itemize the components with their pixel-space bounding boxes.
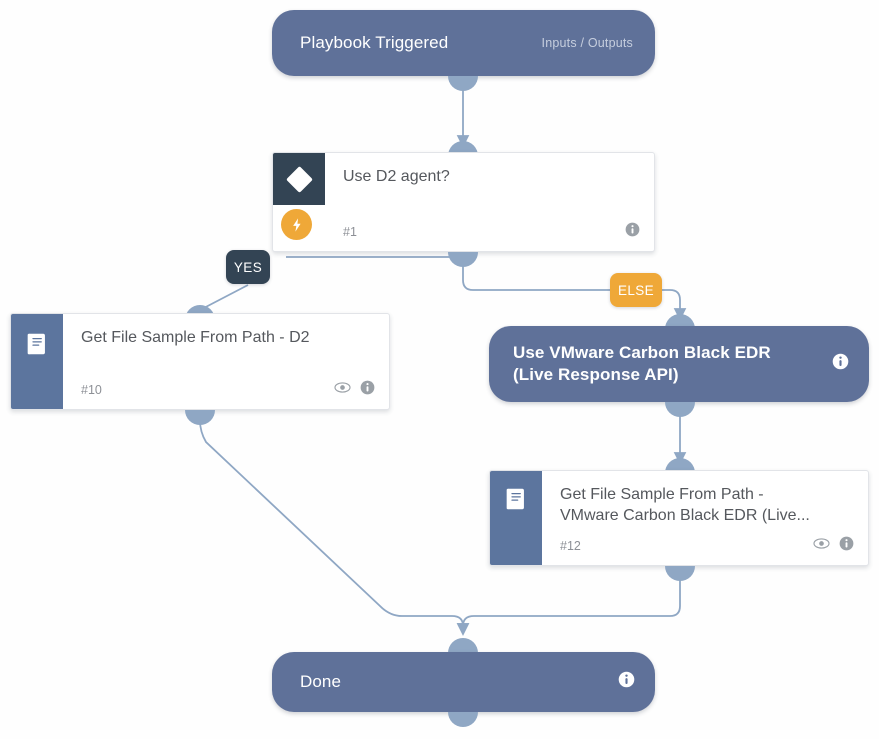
- info-icon[interactable]: [832, 353, 849, 375]
- vmware-action-body: Get File Sample From Path - VMware Carbo…: [542, 471, 868, 565]
- playbook-book-icon: [502, 485, 530, 518]
- node-decision-use-d2-agent[interactable]: Use D2 agent? #1: [272, 152, 655, 252]
- port-done-bottom[interactable]: [448, 712, 478, 727]
- branch-label-else-text: ELSE: [617, 282, 655, 298]
- diamond-icon-box: [273, 153, 325, 205]
- node-number: #10: [81, 383, 102, 397]
- node-get-file-sample-vmware[interactable]: Get File Sample From Path - VMware Carbo…: [489, 470, 869, 566]
- d2-footer: #10: [81, 380, 375, 400]
- port-vmware-bottom[interactable]: [665, 402, 695, 417]
- playbook-book-icon: [23, 330, 51, 363]
- node-title: Get File Sample From Path - VMware Carbo…: [560, 486, 810, 525]
- node-title: Use VMware Carbon Black EDR (Live Respon…: [513, 343, 771, 384]
- decision-icon-column: [273, 153, 325, 251]
- node-title: Get File Sample From Path - D2: [81, 329, 310, 346]
- node-inputs-outputs-label[interactable]: Inputs / Outputs: [541, 36, 633, 50]
- d2-icon-column: [11, 314, 63, 409]
- vmware-action-footer-icons: [813, 536, 854, 556]
- d2-body: Get File Sample From Path - D2 #10: [63, 314, 389, 409]
- info-icon[interactable]: [625, 222, 640, 242]
- decision-body: Use D2 agent? #1: [325, 153, 654, 251]
- diamond-icon: [285, 165, 313, 193]
- info-icon[interactable]: [360, 380, 375, 400]
- decision-footer-icons: [625, 222, 640, 242]
- eye-icon[interactable]: [334, 381, 351, 399]
- node-title: Playbook Triggered: [300, 33, 449, 53]
- port-start-bottom[interactable]: [448, 76, 478, 91]
- eye-icon[interactable]: [813, 537, 830, 555]
- node-use-vmware-carbon-black-edr[interactable]: Use VMware Carbon Black EDR (Live Respon…: [489, 326, 869, 402]
- port-vmwareaction-top[interactable]: [665, 458, 695, 473]
- port-decision-bottom[interactable]: [448, 252, 478, 267]
- info-icon[interactable]: [618, 671, 635, 693]
- node-number: #12: [560, 539, 581, 553]
- lightning-bolt-icon: [281, 209, 312, 240]
- port-vmwareaction-bottom[interactable]: [665, 566, 695, 581]
- node-get-file-sample-d2[interactable]: Get File Sample From Path - D2 #10: [10, 313, 390, 410]
- port-vmware-top[interactable]: [665, 314, 695, 329]
- edge-decision-to-else: [462, 257, 612, 291]
- vmware-info-slot: [832, 353, 869, 375]
- node-number: #1: [343, 225, 357, 239]
- edge-vmwareaction-to-done: [456, 570, 681, 636]
- vmware-action-icon-column: [490, 471, 542, 565]
- info-icon[interactable]: [839, 536, 854, 556]
- vmware-action-footer: #12: [560, 536, 854, 556]
- decision-footer: #1: [343, 222, 640, 242]
- node-playbook-triggered[interactable]: Playbook Triggered Inputs / Outputs: [272, 10, 655, 76]
- node-title: Use D2 agent?: [343, 168, 450, 185]
- branch-label-else[interactable]: ELSE: [610, 273, 662, 307]
- branch-label-yes[interactable]: YES: [226, 250, 270, 284]
- edge-d2-to-done: [199, 410, 470, 636]
- d2-footer-icons: [334, 380, 375, 400]
- node-done[interactable]: Done: [272, 652, 655, 712]
- done-info-slot: [618, 671, 655, 693]
- port-d2action-bottom[interactable]: [185, 410, 215, 425]
- node-title: Done: [300, 672, 342, 692]
- branch-label-yes-text: YES: [233, 259, 263, 275]
